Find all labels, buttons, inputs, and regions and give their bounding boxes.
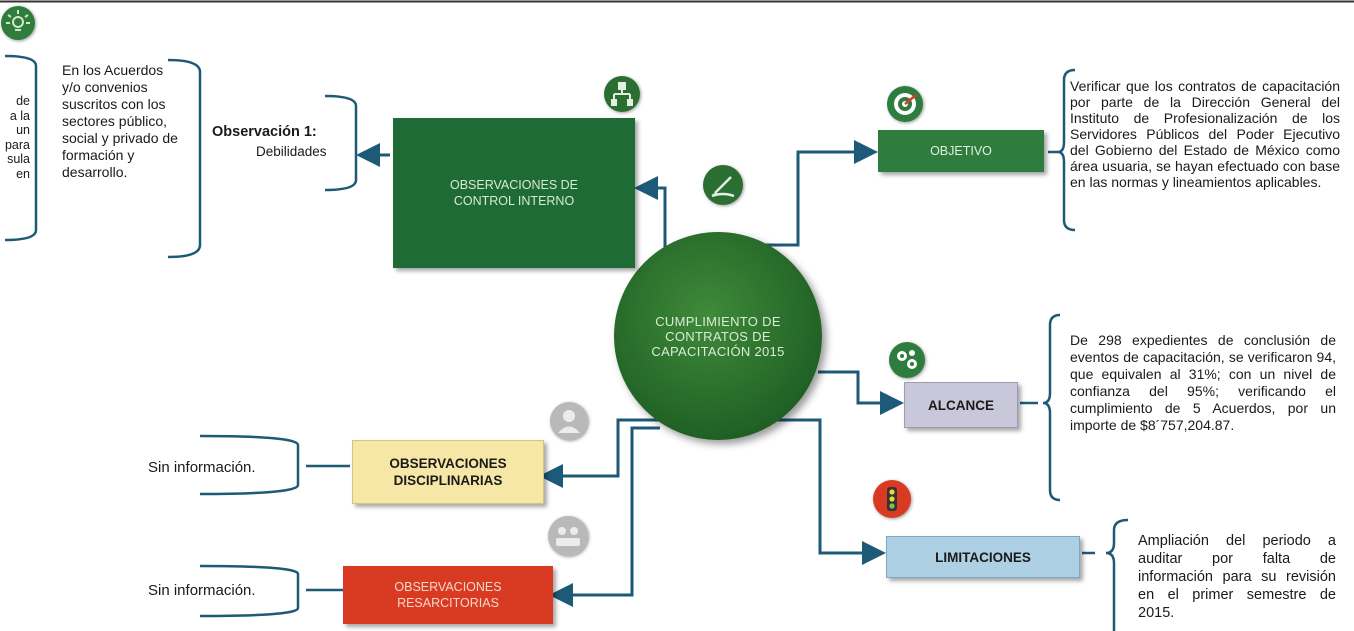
- connector-resarcitorias: [549, 426, 660, 607]
- connector-limitaciones: [723, 418, 886, 565]
- partial-word: un: [16, 123, 30, 137]
- bracket-alcance: [1042, 313, 1061, 502]
- resarcitorias-label: OBSERVACIONES RESARCITORIAS: [394, 580, 502, 610]
- bracket-control: [167, 58, 202, 259]
- pen-writing-icon: [703, 165, 743, 205]
- resarcitorias-detail: Sin información.: [148, 582, 256, 599]
- observacion-sub: Debilidades: [256, 144, 327, 159]
- bracket-objetivo: [1057, 68, 1076, 232]
- center-label: CUMPLIMIENTO DE CONTRATOS DE CAPACITACIÓ…: [651, 313, 785, 359]
- bracket-observacion: [324, 94, 358, 192]
- control-interno-box: OBSERVACIONES DE CONTROL INTERNO: [393, 118, 635, 268]
- alcance-label: ALCANCE: [928, 397, 994, 413]
- meeting-people-icon: [548, 516, 588, 556]
- disciplinarias-label: OBSERVACIONES DISCIPLINARIAS: [389, 456, 507, 488]
- partial-word: a la: [9, 108, 30, 123]
- person-icon: [550, 402, 588, 440]
- observacion-title: Observación 1:: [212, 124, 317, 140]
- partial-word: de: [16, 94, 30, 108]
- disciplinarias-detail: Sin información.: [148, 459, 256, 476]
- partial-word: para: [4, 137, 30, 152]
- connector-control: [634, 176, 667, 250]
- alcance-box: ALCANCE: [904, 382, 1018, 428]
- traffic-light-icon: [873, 480, 911, 518]
- alcance-detail: De 298 expedientes de conclusión de even…: [1070, 332, 1336, 433]
- objetivo-box: OBJETIVO: [878, 130, 1044, 172]
- bracket-resarcitorias: [199, 564, 300, 618]
- resarcitorias-box: OBSERVACIONES RESARCITORIAS: [343, 566, 553, 624]
- left-partial-text: de a la un para sula en: [0, 94, 30, 181]
- connector-objetivo: [735, 140, 878, 247]
- center-node: CUMPLIMIENTO DE CONTRATOS DE CAPACITACIÓ…: [614, 232, 822, 440]
- partial-word: en: [16, 166, 30, 181]
- bracket-left-partial: [4, 54, 38, 242]
- control-interno-label: OBSERVACIONES DE CONTROL INTERNO: [449, 178, 579, 208]
- lightbulb-icon: [1, 6, 35, 40]
- gears-icon: [889, 342, 925, 378]
- limitaciones-label: LIMITACIONES: [935, 549, 1031, 565]
- limitaciones-detail: Ampliación del periodo a auditar por fal…: [1138, 533, 1336, 621]
- objetivo-label: OBJETIVO: [930, 144, 992, 158]
- control-detail: En los Acuerdos y/o convenios suscritos …: [62, 62, 178, 180]
- connector-alcance: [818, 370, 904, 415]
- connector-disciplinarias: [539, 418, 673, 488]
- disciplinarias-box: OBSERVACIONES DISCIPLINARIAS: [352, 440, 544, 504]
- bracket-limitaciones: [1105, 518, 1129, 631]
- bracket-disciplinarias: [199, 434, 300, 496]
- partial-word: sula: [7, 152, 30, 166]
- limitaciones-box: LIMITACIONES: [886, 536, 1080, 578]
- organization-chart-icon: [604, 76, 640, 112]
- target-icon: [887, 86, 923, 122]
- objetivo-detail: Verificar que los contratos de capacitac…: [1070, 78, 1340, 190]
